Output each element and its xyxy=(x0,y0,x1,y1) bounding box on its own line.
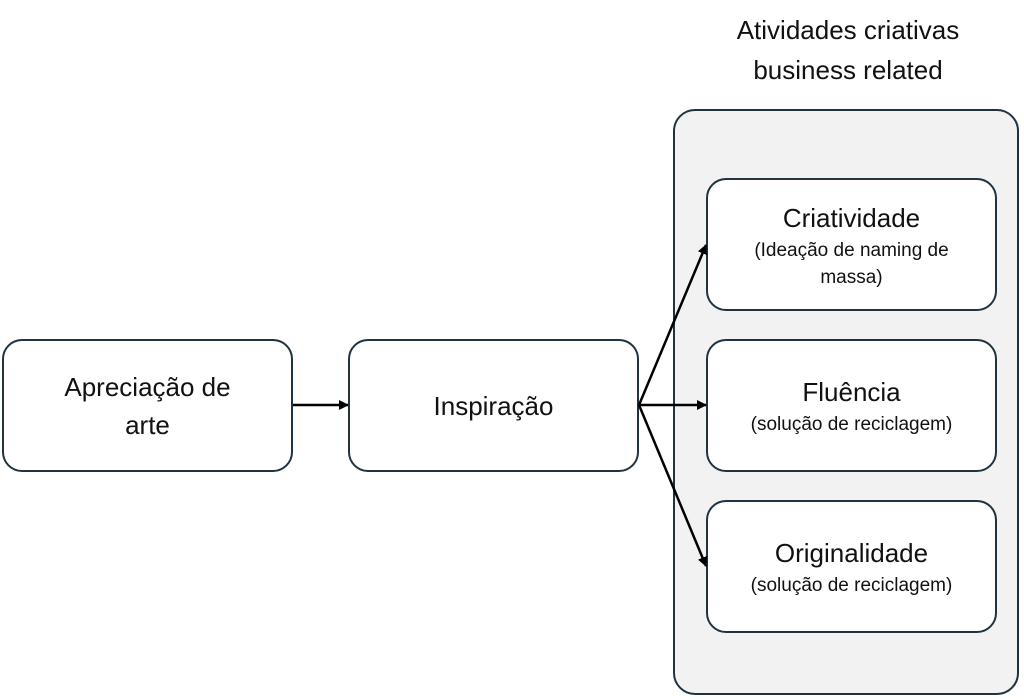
edge-inspiration-to-creativity xyxy=(637,244,708,406)
node-appreciation-line-2: arte xyxy=(125,409,170,440)
node-fluency-title: Fluência xyxy=(802,377,901,407)
group-title-line-1: Atividades criativas xyxy=(736,15,960,45)
node-inspiration: Inspiração xyxy=(348,339,639,472)
node-creativity-detail-2: massa) xyxy=(820,266,883,288)
node-originality: Originalidade (solução de reciclagem) xyxy=(706,500,997,633)
node-appreciation-line-1: Apreciação de xyxy=(64,371,231,402)
node-creativity: Criatividade (Ideação de naming de massa… xyxy=(706,178,997,311)
node-originality-detail: (solução de reciclagem) xyxy=(750,575,953,596)
node-inspiration-label: Inspiração xyxy=(433,390,554,421)
group-title-line-2: business related xyxy=(753,55,943,85)
node-creativity-detail-1: (Ideação de naming de xyxy=(754,239,949,261)
edge-inspiration-to-originality xyxy=(637,404,708,567)
node-creativity-title: Criatividade xyxy=(782,202,921,233)
node-appreciation: Apreciação de arte xyxy=(2,339,293,472)
node-originality-title: Originalidade xyxy=(774,538,929,568)
group-title: Atividades criativas business related xyxy=(672,10,1024,90)
node-fluency: Fluência (solução de reciclagem) xyxy=(706,339,997,472)
node-fluency-detail: (solução de reciclagem) xyxy=(750,414,953,435)
